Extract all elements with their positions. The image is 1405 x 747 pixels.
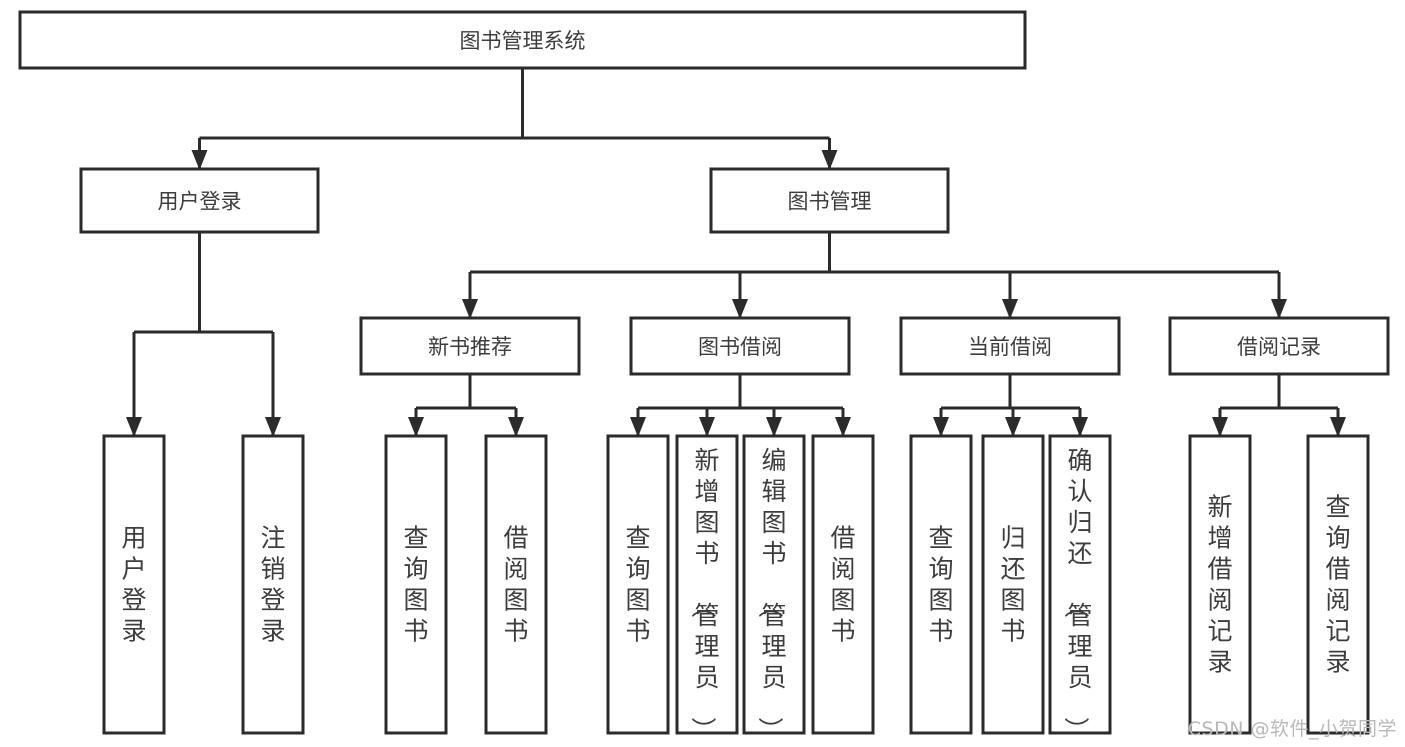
- node-leaf-0-rect[interactable]: [102, 434, 166, 735]
- node-leaf-7[interactable]: 借阅图书: [811, 434, 875, 735]
- node-l3-0-label: 新书推荐: [428, 335, 512, 359]
- arrow-head-icon: [1212, 417, 1228, 437]
- node-l2-1[interactable]: 图书管理: [709, 167, 950, 234]
- node-leaf-4-label: 查询图书: [625, 524, 650, 646]
- node-l3-1[interactable]: 图书借阅: [629, 316, 851, 376]
- node-leaf-12-label: 查询借阅记录: [1325, 493, 1350, 677]
- node-leaf-6-rect[interactable]: [742, 434, 806, 735]
- node-l3-2[interactable]: 当前借阅: [899, 316, 1121, 376]
- node-leaf-8[interactable]: 查询图书: [909, 434, 973, 735]
- node-leaf-5-rect[interactable]: [675, 434, 739, 735]
- arrow-head-icon: [462, 299, 478, 319]
- node-leaf-7-label: 借阅图书: [830, 524, 855, 646]
- node-l3-1-rect[interactable]: [629, 316, 851, 376]
- arrow-head-icon: [766, 417, 782, 437]
- node-leaf-6-label: 编辑图书（管理员）: [755, 446, 786, 742]
- node-leaf-5[interactable]: 新增图书（管理员）: [675, 434, 739, 742]
- node-leaf-2-label: 查询图书: [403, 524, 428, 646]
- node-leaf-5-label: 新增图书（管理员）: [688, 446, 719, 742]
- node-leaf-11-label: 新增借阅记录: [1207, 493, 1232, 677]
- node-leaf-2[interactable]: 查询图书: [384, 434, 448, 735]
- arrow-head-icon: [508, 417, 524, 437]
- node-l3-1-label: 图书借阅: [698, 335, 782, 359]
- node-l2-0-label: 用户登录: [158, 190, 242, 214]
- node-leaf-2-rect[interactable]: [384, 434, 448, 735]
- arrow-head-icon: [630, 417, 646, 437]
- node-leaf-12-rect[interactable]: [1306, 434, 1370, 735]
- node-leaf-0[interactable]: 用户登录: [102, 434, 166, 735]
- arrow-head-icon: [835, 417, 851, 437]
- node-root-system[interactable]: 图书管理系统: [18, 10, 1027, 70]
- node-leaf-1-label: 注销登录: [260, 524, 285, 646]
- node-leaf-8-rect[interactable]: [909, 434, 973, 735]
- node-l2-1-rect[interactable]: [709, 167, 950, 234]
- node-l3-0-rect[interactable]: [359, 316, 581, 376]
- node-leaf-10[interactable]: 确认归还（管理员）: [1048, 434, 1112, 742]
- node-leaf-9[interactable]: 归还图书: [981, 434, 1045, 735]
- arrow-head-icon: [1005, 417, 1021, 437]
- arrow-head-icon: [265, 417, 281, 437]
- arrow-head-icon: [191, 150, 208, 170]
- node-l2-0-rect[interactable]: [79, 167, 320, 234]
- arrow-head-icon: [1002, 299, 1018, 319]
- connector-lines: [126, 68, 1346, 437]
- node-l2-0[interactable]: 用户登录: [79, 167, 320, 234]
- node-leaf-11[interactable]: 新增借阅记录: [1188, 434, 1252, 735]
- arrow-head-icon: [933, 417, 949, 437]
- arrow-head-icon: [1271, 299, 1287, 319]
- arrow-head-icon: [1072, 417, 1088, 437]
- arrow-head-icon: [1330, 417, 1346, 437]
- node-l3-2-rect[interactable]: [899, 316, 1121, 376]
- node-leaf-0-label: 用户登录: [121, 524, 146, 646]
- node-leaf-9-label: 归还图书: [1000, 524, 1025, 646]
- node-leaf-3-rect[interactable]: [484, 434, 548, 735]
- node-leaf-7-rect[interactable]: [811, 434, 875, 735]
- node-l3-3[interactable]: 借阅记录: [1168, 316, 1390, 376]
- csdn-watermark: CSDN @软件_小贺同学: [1187, 718, 1397, 740]
- node-leaf-3-label: 借阅图书: [503, 524, 528, 646]
- node-leaf-6[interactable]: 编辑图书（管理员）: [742, 434, 806, 742]
- node-leaf-12[interactable]: 查询借阅记录: [1306, 434, 1370, 735]
- node-boxes: 图书管理系统用户登录图书管理新书推荐图书借阅当前借阅借阅记录用户登录注销登录查询…: [18, 10, 1390, 742]
- node-root-system-rect[interactable]: [18, 10, 1027, 70]
- node-leaf-11-rect[interactable]: [1188, 434, 1252, 735]
- node-l3-0[interactable]: 新书推荐: [359, 316, 581, 376]
- arrow-head-icon: [408, 417, 424, 437]
- node-leaf-3[interactable]: 借阅图书: [484, 434, 548, 735]
- arrow-head-icon: [732, 299, 748, 319]
- arrow-head-icon: [699, 417, 715, 437]
- node-leaf-10-rect[interactable]: [1048, 434, 1112, 735]
- node-root-system-label: 图书管理系统: [460, 29, 586, 53]
- node-l3-3-label: 借阅记录: [1237, 335, 1321, 359]
- arrow-head-icon: [821, 150, 838, 170]
- node-leaf-8-label: 查询图书: [928, 524, 953, 646]
- node-leaf-4[interactable]: 查询图书: [606, 434, 670, 735]
- node-leaf-9-rect[interactable]: [981, 434, 1045, 735]
- node-l3-2-label: 当前借阅: [968, 335, 1052, 359]
- node-l2-1-label: 图书管理: [788, 190, 872, 214]
- node-leaf-1-rect[interactable]: [241, 434, 305, 735]
- node-leaf-4-rect[interactable]: [606, 434, 670, 735]
- arrow-head-icon: [126, 417, 142, 437]
- node-l3-3-rect[interactable]: [1168, 316, 1390, 376]
- node-leaf-10-label: 确认归还（管理员）: [1061, 446, 1092, 742]
- node-leaf-1[interactable]: 注销登录: [241, 434, 305, 735]
